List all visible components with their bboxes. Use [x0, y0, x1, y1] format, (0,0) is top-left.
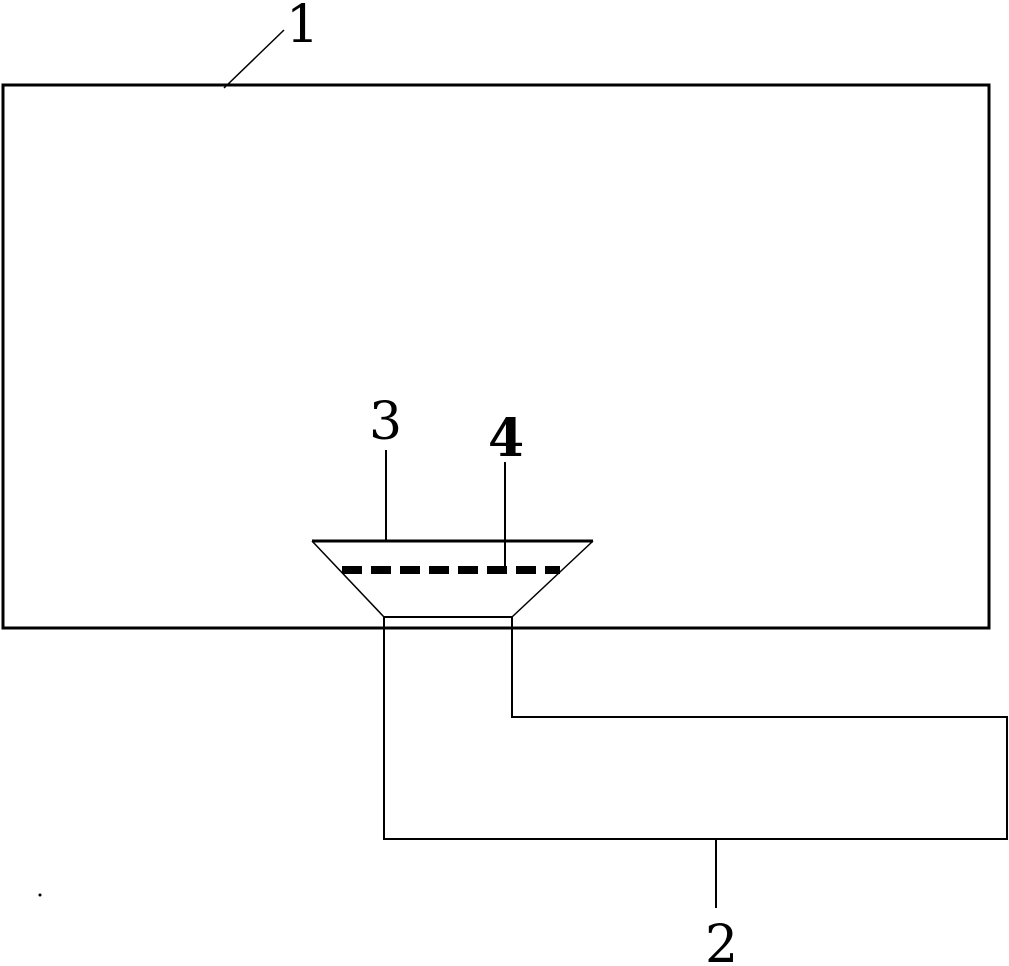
label-3: 3	[369, 392, 402, 452]
funnel-left-side	[311, 540, 385, 618]
pipe-outer	[383, 617, 1008, 840]
main-chamber	[1, 83, 991, 630]
label-2: 2	[705, 915, 738, 966]
funnel-right-side	[511, 540, 594, 618]
label-4: 4	[488, 408, 524, 469]
leader-line-1	[223, 29, 285, 89]
stray-dot	[38, 893, 42, 897]
label-1: 1	[286, 0, 319, 55]
